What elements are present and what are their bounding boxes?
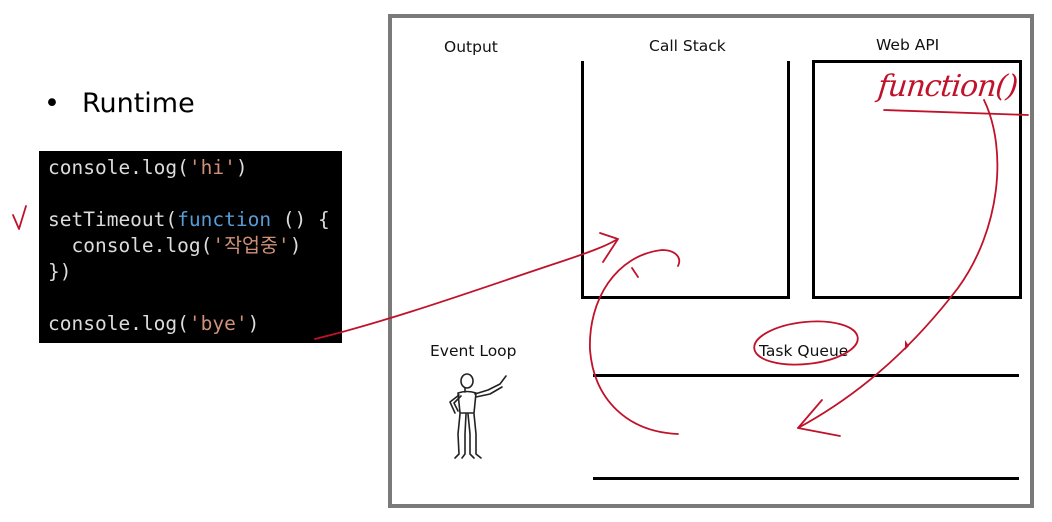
code-token: () { xyxy=(271,208,330,231)
handwritten-function-annotation: function() xyxy=(876,69,1019,104)
call-stack-label: Call Stack xyxy=(649,37,726,55)
code-line: setTimeout(function () { xyxy=(48,207,342,233)
code-token: ) xyxy=(235,156,248,179)
checkmark-annotation xyxy=(12,205,27,230)
code-token: console.log( xyxy=(48,234,213,257)
code-line: }) xyxy=(48,259,342,285)
code-token: ) xyxy=(247,312,260,335)
bullet-marker: • xyxy=(44,88,60,119)
code-token: }) xyxy=(48,260,72,283)
code-token: function xyxy=(177,208,272,231)
code-token: setTimeout( xyxy=(48,208,178,231)
runtime-heading: Runtime xyxy=(81,88,195,119)
output-label: Output xyxy=(444,38,498,56)
event-loop-figure-icon xyxy=(449,373,507,459)
web-api-label: Web API xyxy=(876,36,940,54)
task-queue-bottom-line xyxy=(593,477,1019,480)
code-line: console.log('작업중') xyxy=(48,233,342,259)
runtime-bullet: • Runtime xyxy=(44,86,195,122)
call-stack-container xyxy=(581,61,790,299)
task-queue-label: Task Queue xyxy=(759,342,849,360)
code-token: 'hi' xyxy=(188,156,236,179)
code-token: 'bye' xyxy=(188,312,248,335)
code-line xyxy=(48,285,342,311)
code-token: ) xyxy=(289,234,302,257)
code-line: console.log('bye') xyxy=(48,311,342,337)
code-line: console.log('hi') xyxy=(48,155,342,181)
code-token: console.log( xyxy=(48,312,189,335)
code-block: console.log('hi')setTimeout(function () … xyxy=(39,151,342,343)
code-line xyxy=(48,181,342,207)
event-loop-label: Event Loop xyxy=(430,342,517,360)
code-token: console.log( xyxy=(48,156,189,179)
code-token: '작업중' xyxy=(212,234,290,257)
task-queue-top-line xyxy=(593,374,1019,377)
